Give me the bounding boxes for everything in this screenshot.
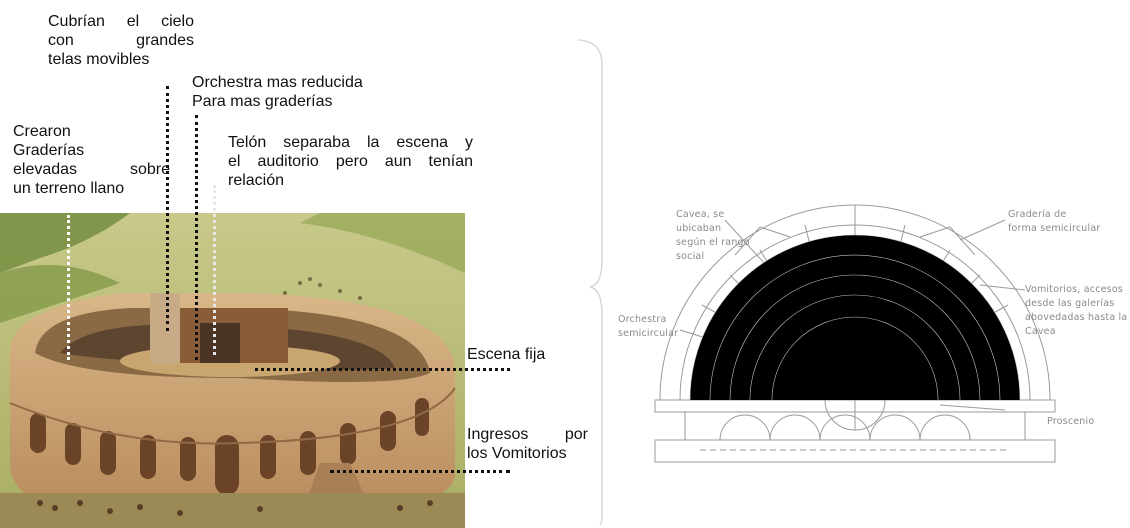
leader-ingresos bbox=[330, 470, 510, 473]
label-orchestra: Orchestra mas reducida Para mas gradería… bbox=[192, 74, 363, 110]
plan-label-vomitorios: Vomitorios, accesos desde las galerías a… bbox=[1025, 284, 1128, 337]
leader-cielo bbox=[166, 86, 169, 331]
leader-telon bbox=[213, 185, 216, 355]
leader-graderias bbox=[67, 215, 70, 360]
leader-escena-fija bbox=[255, 368, 510, 371]
theatre-floor-plan bbox=[654, 204, 1056, 463]
leader-orchestra bbox=[195, 115, 198, 360]
plan-label-proscenio: Proscenio bbox=[1047, 416, 1095, 427]
label-escena-fija: Escena fija bbox=[467, 346, 546, 363]
label-graderias: Crearon Graderías elevadas sobre un terr… bbox=[13, 123, 170, 197]
plan-label-graderia: Gradería de forma semicircular bbox=[1008, 209, 1101, 234]
plan-label-cavea: Cavea, se ubicaban según el rango social bbox=[676, 209, 750, 262]
label-cielo: Cubrían el cielo con grandes telas movib… bbox=[48, 13, 194, 68]
label-telon: Telón separaba la escena y el auditorio … bbox=[228, 134, 473, 189]
brace-separator bbox=[577, 39, 603, 525]
label-ingresos: Ingresos por los Vomitorios bbox=[467, 426, 588, 462]
plan-label-orchestra: Orchestra semicircular bbox=[618, 314, 679, 339]
